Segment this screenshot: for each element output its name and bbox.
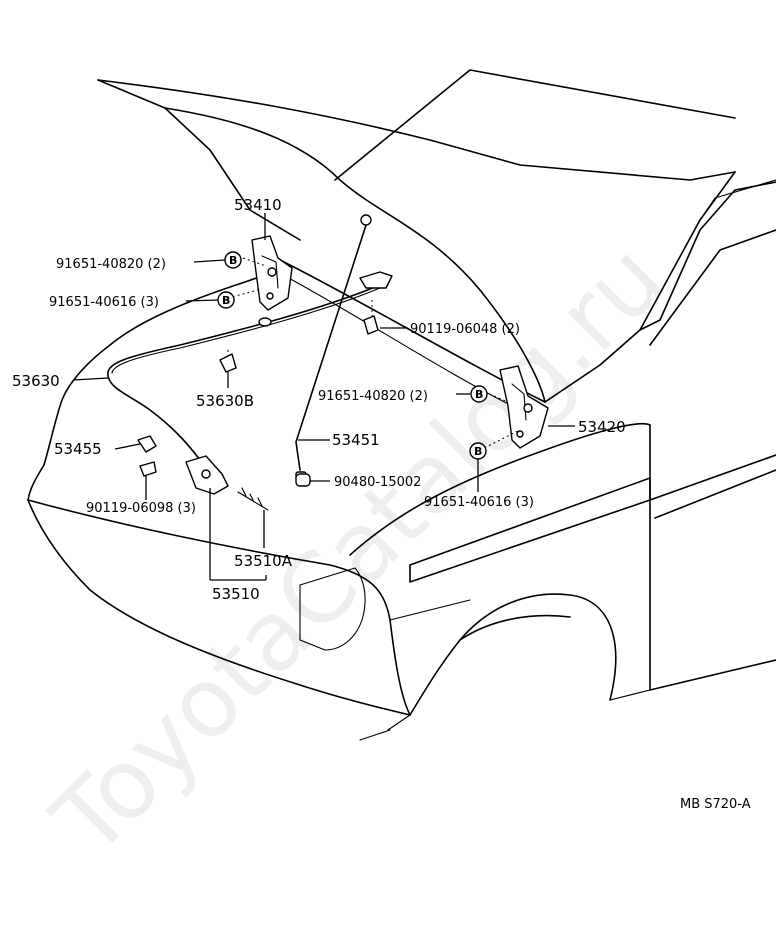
vehicle-outline: [27, 69, 776, 741]
label-90480-15002: 90480-15002: [334, 475, 421, 490]
badge-b-bottom: B: [469, 442, 487, 460]
hood-hinge-right: [499, 365, 549, 449]
svg-text:B: B: [475, 388, 483, 401]
badge-b-top2: B: [217, 291, 235, 309]
leader-lines: [72, 213, 575, 581]
label-53451: 53451: [332, 431, 380, 449]
badge-b-mid: B: [470, 385, 488, 403]
label-91651-40820-mid: 91651-40820 (2): [318, 389, 428, 404]
svg-text:B: B: [474, 445, 482, 458]
label-53420: 53420: [578, 418, 626, 436]
release-cable: [107, 271, 393, 461]
label-53510: 53510: [212, 585, 260, 603]
label-53630: 53630: [12, 372, 60, 390]
badge-b-top1: B: [224, 251, 242, 269]
label-91651-40616-bot: 91651-40616 (3): [424, 495, 534, 510]
label-53510a: 53510A: [234, 552, 293, 570]
label-90119-06098: 90119-06098 (3): [86, 501, 196, 516]
svg-text:B: B: [222, 294, 230, 307]
label-91651-40820-top: 91651-40820 (2): [56, 257, 166, 272]
svg-text:B: B: [229, 254, 237, 267]
label-53410: 53410: [234, 196, 282, 214]
label-90119-06048: 90119-06048 (2): [410, 322, 520, 337]
label-53455: 53455: [54, 440, 102, 458]
hood-lock-assembly: [137, 315, 379, 511]
callout-labels: 53410 91651-40820 (2) 91651-40616 (3) 53…: [12, 196, 751, 812]
label-91651-40616-top: 91651-40616 (3): [49, 295, 159, 310]
hood-hinge-left: [251, 235, 293, 311]
label-53630b: 53630B: [196, 392, 254, 410]
watermark: ToyotaCatalog.ru: [31, 222, 685, 876]
diagram-code: MB S720-A: [680, 797, 751, 812]
